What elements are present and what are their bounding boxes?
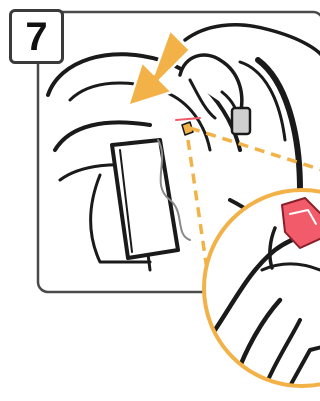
step-badge: 7 bbox=[9, 9, 64, 64]
step-number: 7 bbox=[25, 17, 47, 57]
